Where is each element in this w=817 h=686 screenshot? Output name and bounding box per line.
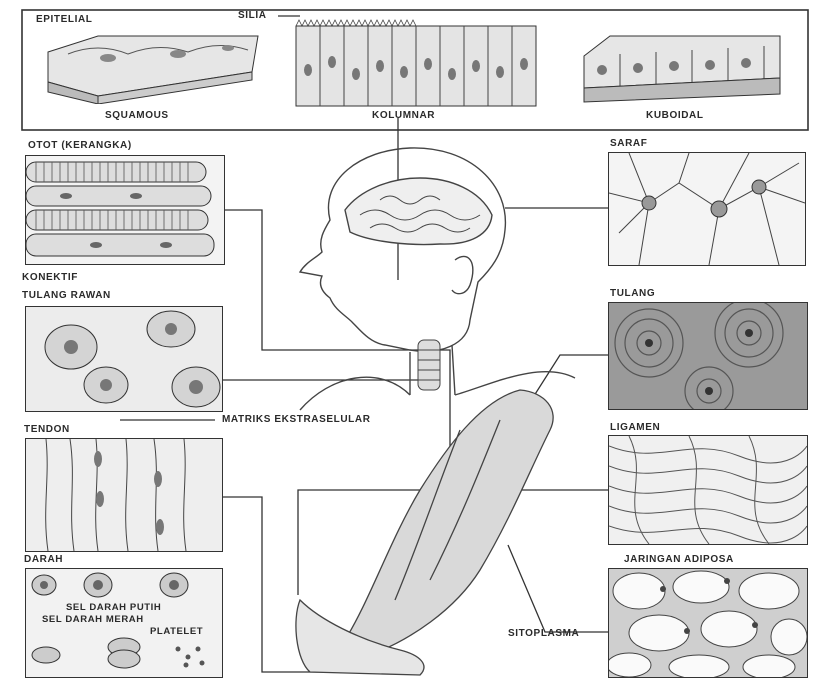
- adipose-drawing: [609, 569, 807, 677]
- label-sitoplasma: SITOPLASMA: [508, 628, 579, 639]
- ligament-panel: [608, 435, 808, 545]
- cuboidal-tissue-drawing: [580, 26, 785, 104]
- tendon-drawing: [26, 439, 222, 551]
- cuboidal-panel: [580, 26, 785, 104]
- ligament-drawing: [609, 436, 807, 544]
- label-konektif: KONEKTIF: [22, 272, 78, 283]
- cartilage-drawing: [26, 307, 222, 411]
- skeletal-muscle-drawing: [26, 156, 224, 264]
- nerve-panel: [608, 152, 806, 266]
- squamous-tissue-drawing: [38, 32, 262, 104]
- bone-panel: [608, 302, 808, 410]
- columnar-tissue-drawing: [292, 18, 544, 110]
- label-otot: OTOT (KERANGKA): [28, 140, 132, 151]
- squamous-panel: [38, 32, 262, 104]
- label-squamous: SQUAMOUS: [105, 110, 169, 121]
- label-darah: DARAH: [24, 554, 63, 565]
- cartilage-panel: [25, 306, 223, 412]
- label-jaringan-adiposa: JARINGAN ADIPOSA: [624, 554, 734, 565]
- label-sel-darah-merah: SEL DARAH MERAH: [42, 614, 144, 625]
- label-kuboidal: KUBOIDAL: [646, 110, 704, 121]
- label-kolumnar: KOLUMNAR: [372, 110, 435, 121]
- label-platelet: PLATELET: [150, 626, 203, 637]
- label-matriks: MATRIKS EKSTRASELULAR: [222, 414, 371, 425]
- label-saraf: SARAF: [610, 138, 647, 149]
- trachea: [418, 340, 440, 390]
- nerve-drawing: [609, 153, 805, 265]
- label-ligamen: LIGAMEN: [610, 422, 660, 433]
- columnar-panel: [292, 18, 544, 110]
- label-tulang-rawan: TULANG RAWAN: [22, 290, 111, 301]
- label-tendon: TENDON: [24, 424, 70, 435]
- bone-drawing: [609, 303, 807, 409]
- adipose-panel: [608, 568, 808, 678]
- label-sel-darah-putih: SEL DARAH PUTIH: [66, 602, 161, 613]
- label-tulang: TULANG: [610, 288, 655, 299]
- label-silia: SILIA: [238, 10, 267, 21]
- skeletal-muscle-panel: [25, 155, 225, 265]
- label-epitelial: EPITELIAL: [36, 14, 93, 25]
- tendon-panel: [25, 438, 223, 552]
